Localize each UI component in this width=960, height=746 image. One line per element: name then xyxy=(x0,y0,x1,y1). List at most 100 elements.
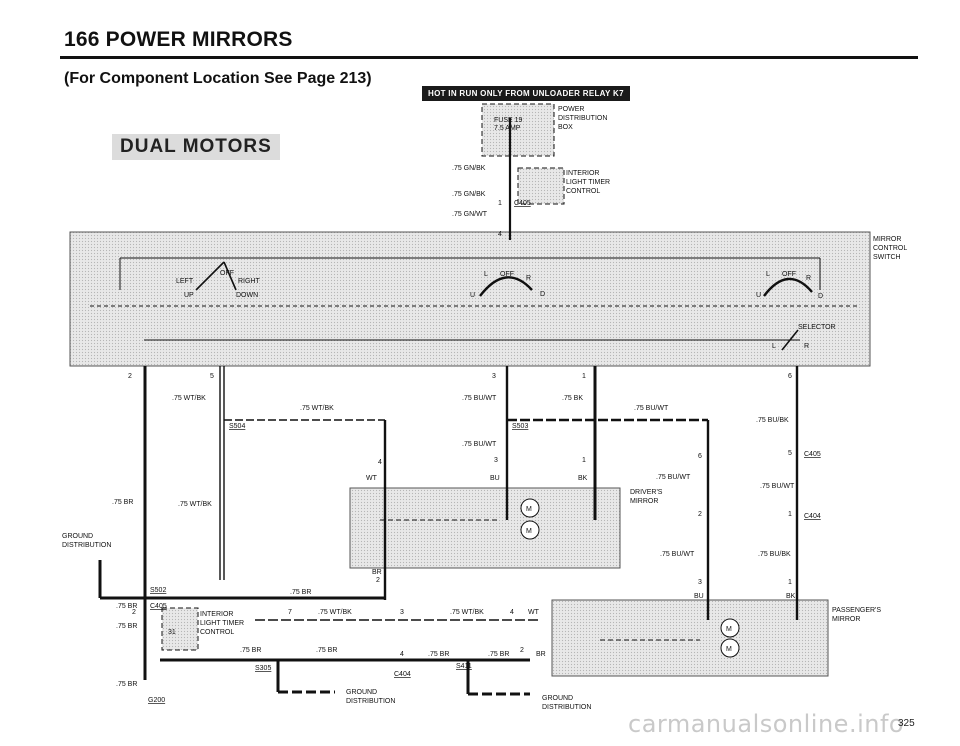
section-label: DUAL MOTORS xyxy=(112,134,280,160)
power-dist-label-1: POWER xyxy=(558,106,584,113)
connector-g200: G200 xyxy=(148,697,165,704)
hot-banner: HOT IN RUN ONLY FROM UNLOADER RELAY K7 xyxy=(422,86,630,101)
sw-r-3: R xyxy=(806,275,811,282)
pin-w2: 2 xyxy=(520,647,524,654)
page-subtitle: (For Component Location See Page 213) xyxy=(64,70,372,87)
pin-d4: 4 xyxy=(378,459,382,466)
wire-bk-1: .75 BK xyxy=(562,395,583,402)
motor-m-3: M xyxy=(726,626,732,633)
pin-c31: 31 xyxy=(168,629,176,636)
page-number: 325 xyxy=(898,718,915,729)
wire-br-2: .75 BR xyxy=(290,589,311,596)
wire-bubk-2: .75 BU/BK xyxy=(758,551,791,558)
connector-s504: S504 xyxy=(229,423,245,430)
pin-br2: 2 xyxy=(376,577,380,584)
power-dist-box xyxy=(481,103,555,157)
wire-br-1: .75 BR xyxy=(112,499,133,506)
motor-m-2: M xyxy=(526,528,532,535)
sw-right: RIGHT xyxy=(238,278,261,285)
driver-mirror-label-1: DRIVER'S xyxy=(630,489,663,496)
fuse-label: FUSE 19 xyxy=(494,117,523,124)
wire-color-bu2: BU xyxy=(694,593,704,600)
ground-dist-label-1: GROUND xyxy=(62,533,93,540)
wire-buwt-2: .75 BU/WT xyxy=(462,441,497,448)
sw-u-3: U xyxy=(756,292,761,299)
wire-bubk-1: .75 BU/BK xyxy=(756,417,789,424)
pin-6: 6 xyxy=(788,373,792,380)
wire-color-br: BR xyxy=(372,569,382,576)
connector-c404-b: C404 xyxy=(394,671,411,678)
wire-gnwt: .75 GN/WT xyxy=(452,211,488,218)
motor-m-4: M xyxy=(726,646,732,653)
ground-2-label-2: DISTRIBUTION xyxy=(542,704,591,711)
power-dist-label-2: DISTRIBUTION xyxy=(558,115,607,122)
wire-buwt-4: .75 BU/WT xyxy=(656,474,691,481)
pin-r3: 3 xyxy=(698,579,702,586)
sw-up: UP xyxy=(184,292,194,299)
sw-r-2: R xyxy=(526,275,531,282)
wire-wtbk-3: .75 WT/BK xyxy=(178,501,212,508)
sw-l-2: L xyxy=(484,271,488,278)
timer-label-1: INTERIOR xyxy=(566,170,599,177)
wire-color-bk: BK xyxy=(578,475,588,482)
passenger-mirror-label-2: MIRROR xyxy=(832,616,860,623)
wire-color-bu: BU xyxy=(490,475,500,482)
interior-timer-box-2 xyxy=(161,607,199,651)
wire-buwt-6: .75 BU/WT xyxy=(660,551,695,558)
sw-d-3: D xyxy=(818,293,823,300)
passenger-mirror-label-1: PASSENGER'S xyxy=(832,607,881,614)
mirror-switch-label-1: MIRROR xyxy=(873,236,901,243)
mirror-switch-label-2: CONTROL xyxy=(873,245,907,252)
wire-buwt-1: .75 BU/WT xyxy=(462,395,497,402)
wire-buwt-5: .75 BU/WT xyxy=(760,483,795,490)
wire-wtbk-1: .75 WT/BK xyxy=(172,395,206,402)
power-dist-label-3: BOX xyxy=(558,124,573,131)
sw-down: DOWN xyxy=(236,292,258,299)
watermark: carmanualsonline.info xyxy=(628,710,905,738)
pin-d1: 1 xyxy=(582,457,586,464)
driver-mirror-shade xyxy=(349,487,621,569)
title-rule xyxy=(60,56,918,59)
connector-s502: S502 xyxy=(150,587,166,594)
wire-br-3: .75 BR xyxy=(116,603,137,610)
timer-label-3: CONTROL xyxy=(566,188,600,195)
pin-r2: 2 xyxy=(698,511,702,518)
connector-c405-b: C405 xyxy=(804,451,821,458)
sw-l-3: L xyxy=(766,271,770,278)
ground-1-label-2: DISTRIBUTION xyxy=(346,698,395,705)
wire-color-br2: BR xyxy=(536,651,546,658)
pin-5: 5 xyxy=(210,373,214,380)
pin-c2: 2 xyxy=(132,609,136,616)
sw-off-3: OFF xyxy=(782,271,796,278)
wire-color-wt: WT xyxy=(366,475,378,482)
ground-1-label-1: GROUND xyxy=(346,689,377,696)
pin-w7: 7 xyxy=(288,609,292,616)
pin-1-c405: 1 xyxy=(498,200,502,207)
wire-br-5: .75 BR xyxy=(240,647,261,654)
pin-d3: 3 xyxy=(494,457,498,464)
pin-r6: 6 xyxy=(698,453,702,460)
ground-2-label-1: GROUND xyxy=(542,695,573,702)
sw-selector: SELECTOR xyxy=(798,324,836,331)
pin-3: 3 xyxy=(492,373,496,380)
connector-c405-c: C405 xyxy=(150,603,167,610)
connector-s503: S503 xyxy=(512,423,528,430)
wire-br-4: .75 BR xyxy=(116,623,137,630)
sw-off-1: OFF xyxy=(220,270,234,277)
pin-r1b: 1 xyxy=(788,579,792,586)
wire-wtbk-5: .75 WT/BK xyxy=(450,609,484,616)
sw-u-2: U xyxy=(470,292,475,299)
sw-off-2: OFF xyxy=(500,271,514,278)
interior-timer-box xyxy=(517,167,565,205)
wire-br-7: .75 BR xyxy=(428,651,449,658)
timer-label-2: LIGHT TIMER xyxy=(566,179,610,186)
sw-r-sel: R xyxy=(804,343,809,350)
pin-2: 2 xyxy=(128,373,132,380)
connector-s305: S305 xyxy=(255,665,271,672)
pin-r5: 5 xyxy=(788,450,792,457)
wire-wtbk-2: .75 WT/BK xyxy=(300,405,334,412)
pin-w3: 3 xyxy=(400,609,404,616)
driver-mirror-label-2: MIRROR xyxy=(630,498,658,505)
fuse-amp-label: 7.5 AMP xyxy=(494,125,521,132)
wire-gnbk-2: .75 GN/BK xyxy=(452,191,486,198)
